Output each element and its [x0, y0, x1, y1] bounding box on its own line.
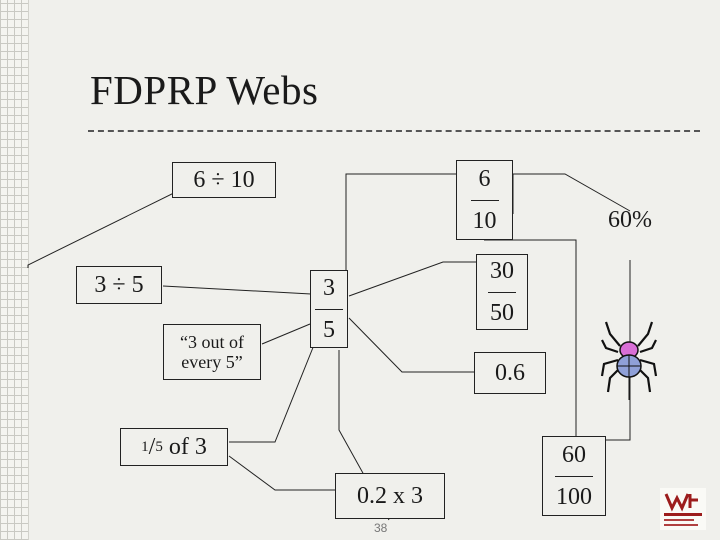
sixty-hundredths-denominator: 100: [556, 483, 592, 510]
fifth-slash: /: [148, 433, 156, 460]
node-six-divided-by-ten: 6 ÷ 10: [172, 162, 276, 198]
line-threefifths-to-outof5: [261, 323, 311, 345]
fraction-bar: [555, 475, 593, 477]
title-divider: [88, 130, 700, 132]
fifth-denominator: 5: [155, 438, 163, 455]
node-one-fifth-of-three: 1 / 5 of 3: [120, 428, 228, 466]
three-fifths-numerator: 3: [323, 274, 335, 301]
node-sixty-hundredths: 60 100: [542, 436, 606, 516]
line-threefifths-to-pointsix: [348, 317, 474, 373]
line-sixtenths-to-sixty100: [484, 239, 577, 440]
college-logo-icon: [660, 488, 706, 530]
line-spider-thread: [606, 260, 631, 441]
fraction-bar: [470, 199, 499, 201]
line-sixtenths-to-sixtypct: [512, 173, 631, 214]
fifth-of-three-rest: of 3: [162, 433, 207, 460]
line-threefifths-to-sixtenths: [345, 173, 456, 282]
fraction-bar: [488, 291, 516, 293]
sixty-hundredths-numerator: 60: [562, 441, 586, 468]
fraction-bar: [315, 308, 343, 310]
node-six-tenths: 6 10: [456, 160, 513, 240]
out-of-line-1: “3 out of: [180, 332, 244, 352]
line-threefifths-to-thirty50: [348, 261, 476, 297]
line-sixdivten-to-threediv5: [27, 186, 187, 268]
thirty-fiftieths-denominator: 50: [490, 299, 514, 326]
node-sixty-percent: 60%: [608, 206, 652, 233]
out-of-line-2: every 5”: [181, 352, 243, 372]
three-fifths-denominator: 5: [323, 316, 335, 343]
thirty-fiftieths-numerator: 30: [490, 257, 514, 284]
node-three-divided-by-five: 3 ÷ 5: [76, 266, 162, 304]
decorative-side-stripe: [0, 0, 29, 540]
fifth-numerator: 1: [141, 438, 149, 455]
node-three-fifths: 3 5: [310, 270, 348, 348]
node-thirty-fiftieths: 30 50: [476, 254, 528, 330]
line-fifthofthree-to-pointtwo: [228, 455, 335, 491]
slide-title: FDPRP Webs: [90, 67, 319, 113]
line-threefifths-to-fifthofthree: [229, 344, 315, 443]
node-three-out-of-every-five: “3 out of every 5”: [163, 324, 261, 380]
six-tenths-numerator: 6: [478, 165, 491, 192]
node-zero-point-six: 0.6: [474, 352, 546, 394]
spider-icon: [600, 321, 658, 400]
line-threediv5-to-threefifths: [162, 285, 312, 295]
six-tenths-denominator: 10: [472, 207, 497, 234]
node-point-two-times-three: 0.2 x 3: [335, 473, 445, 519]
slide-number: 38: [374, 521, 388, 535]
